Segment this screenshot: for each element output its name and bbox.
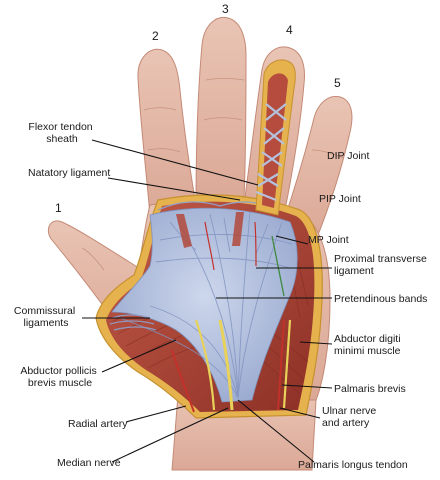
- finger-number-3: 3: [222, 2, 229, 16]
- label-median-nerve: Median nerve: [57, 457, 121, 469]
- middle-finger-skin: [195, 16, 247, 206]
- finger-number-4: 4: [286, 23, 293, 37]
- label-proximal-transverse-ligament: Proximal transverse ligament: [334, 253, 430, 277]
- label-palmaris-brevis: Palmaris brevis: [334, 383, 406, 395]
- label-abductor-pollicis-brevis: Abductor pollicis brevis muscle: [20, 365, 99, 389]
- label-radial-artery: Radial artery: [68, 418, 128, 430]
- label-ulnar-nerve-artery: Ulnar nerve and artery: [322, 405, 379, 429]
- index-finger-skin: [137, 48, 197, 216]
- label-palmaris-longus-tendon: Palmaris longus tendon: [298, 459, 408, 471]
- finger-number-5: 5: [334, 76, 341, 90]
- label-natatory-ligament: Natatory ligament: [28, 167, 110, 179]
- finger-number-2: 2: [152, 29, 159, 43]
- commissural-fibers: [109, 314, 157, 331]
- lumbrical-strips: [176, 212, 244, 248]
- label-pretendinous-bands: Pretendinous bands: [334, 293, 427, 305]
- label-dip-joint: DIP Joint: [327, 150, 369, 162]
- sheath-pulleys: [255, 103, 287, 202]
- palmar-aponeurosis: [111, 207, 298, 403]
- label-abductor-digiti-minimi: Abductor digiti minimi muscle: [334, 333, 403, 357]
- label-commissural-ligaments: Commissural ligaments: [14, 305, 78, 329]
- vessels-nerves: [171, 221, 292, 413]
- leader-lines: [82, 139, 333, 463]
- little-finger-skin: [283, 95, 353, 241]
- label-mp-joint: MP Joint: [308, 234, 349, 246]
- label-flexor-tendon-sheath: Flexor tendon sheath: [28, 121, 95, 145]
- anatomy-labels: Flexor tendon sheath Natatory ligament D…: [14, 121, 430, 471]
- dissection-window: [95, 59, 323, 419]
- label-pip-joint: PIP Joint: [319, 193, 361, 205]
- finger-numbers: 1 2 3 4 5: [55, 2, 341, 215]
- finger-number-1: 1: [55, 201, 62, 215]
